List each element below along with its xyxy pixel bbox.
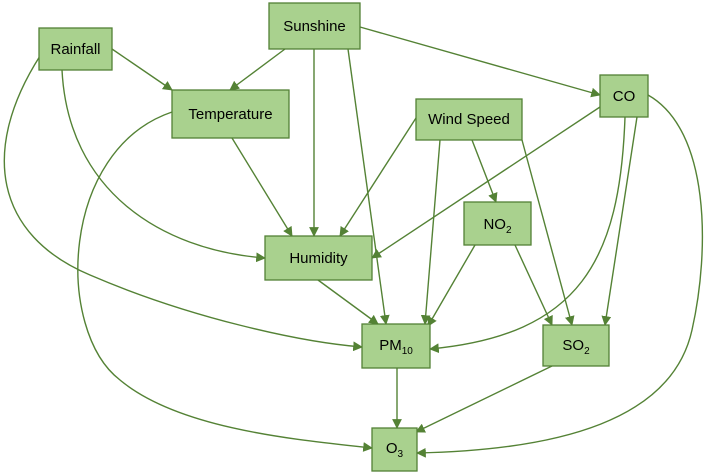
node-humidity[interactable]: Humidity bbox=[264, 235, 373, 281]
node-pm10[interactable]: PM10 bbox=[361, 323, 431, 369]
node-co-label: CO bbox=[613, 88, 636, 105]
node-temperature[interactable]: Temperature bbox=[171, 89, 290, 139]
node-humidity-label: Humidity bbox=[289, 250, 348, 267]
node-wind-speed-box bbox=[415, 98, 523, 141]
node-co-box bbox=[599, 74, 649, 118]
edge-co-to-pm10 bbox=[429, 116, 626, 354]
node-co[interactable]: CO bbox=[599, 74, 649, 118]
node-no2[interactable]: NO2 bbox=[463, 201, 532, 246]
node-so2[interactable]: SO2 bbox=[542, 324, 610, 367]
node-wind-speed[interactable]: Wind Speed bbox=[415, 98, 523, 141]
node-no2-box bbox=[463, 201, 532, 246]
edge-windspeed-to-humidity bbox=[339, 117, 417, 237]
node-sunshine-label: Sunshine bbox=[283, 18, 346, 35]
edge-humidity-to-pm10 bbox=[317, 279, 379, 325]
edge-windspeed-to-so2 bbox=[521, 139, 575, 326]
node-rainfall-label: Rainfall bbox=[50, 41, 100, 58]
node-temperature-box bbox=[171, 89, 290, 139]
node-pm10-box bbox=[361, 323, 431, 369]
node-o3[interactable]: O3 bbox=[371, 427, 418, 472]
node-humidity-box bbox=[264, 235, 373, 281]
node-so2-box bbox=[542, 324, 610, 367]
node-rainfall[interactable]: Rainfall bbox=[38, 27, 113, 71]
edge-sunshine-to-pm10 bbox=[347, 48, 390, 325]
node-sunshine-box bbox=[268, 2, 361, 50]
edge-sunshine-to-temperature bbox=[229, 48, 286, 91]
edge-so2-to-o3 bbox=[415, 365, 553, 433]
node-o3-label: O3 bbox=[386, 440, 404, 460]
edge-layer bbox=[3, 26, 704, 458]
edge-rainfall-to-pm10 bbox=[3, 55, 363, 352]
edge-sunshine-to-co bbox=[359, 26, 601, 98]
node-so2-label: SO2 bbox=[562, 337, 590, 357]
edge-temperature-to-o3 bbox=[77, 111, 373, 452]
node-wind-speed-label: Wind Speed bbox=[428, 111, 510, 128]
edge-rainfall-to-temperature bbox=[111, 48, 173, 91]
edge-windspeed-to-no2 bbox=[471, 139, 498, 203]
edge-co-to-so2 bbox=[601, 116, 638, 326]
edge-co-to-o3 bbox=[416, 94, 704, 458]
node-sunshine[interactable]: Sunshine bbox=[268, 2, 361, 50]
node-no2-label: NO2 bbox=[483, 216, 512, 236]
edge-temperature-to-humidity bbox=[231, 137, 293, 237]
edge-rainfall-to-humidity bbox=[61, 69, 266, 263]
node-o3-box bbox=[371, 427, 418, 472]
edge-no2-to-so2 bbox=[514, 244, 553, 326]
node-temperature-label: Temperature bbox=[188, 106, 272, 123]
node-layer: Rainfall Sunshine Temperature Wind Speed… bbox=[38, 2, 649, 472]
edge-no2-to-pm10 bbox=[427, 244, 476, 327]
edge-windspeed-to-pm10 bbox=[420, 139, 441, 325]
node-pm10-label: PM10 bbox=[379, 337, 413, 357]
edge-co-to-humidity bbox=[371, 106, 601, 259]
node-rainfall-box bbox=[38, 27, 113, 71]
